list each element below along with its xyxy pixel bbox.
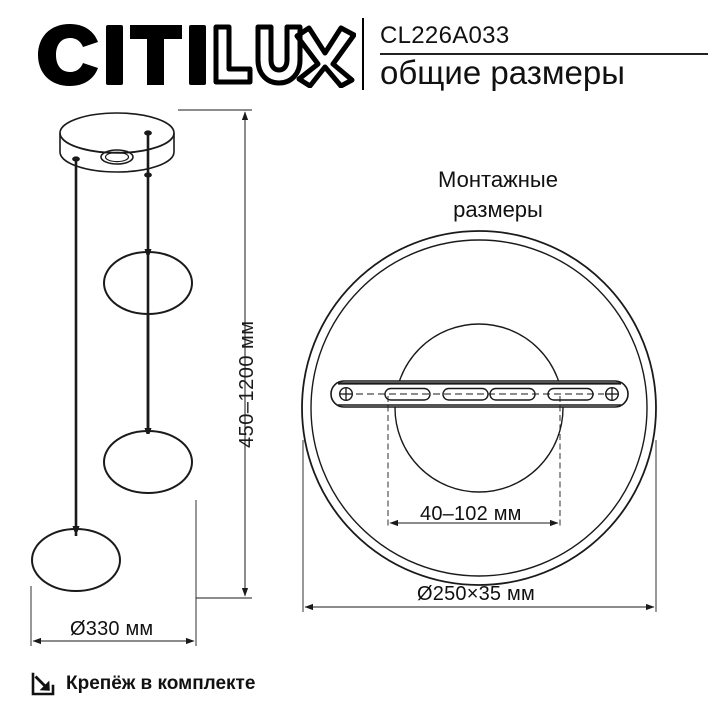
- header-divider: [362, 18, 364, 90]
- dimension-label-drop-height: 450–1200 мм: [214, 258, 258, 448]
- fasteners-included-note: Крепёж в комплекте: [30, 668, 255, 700]
- dimension-label-canopy-size: Ø250×35 мм: [417, 583, 535, 605]
- canopy-centre-hole-inner: [104, 151, 130, 163]
- left-lamp-drawing: [31, 112, 193, 592]
- bracket-slots: [384, 387, 594, 401]
- dimension-drop-height-text: 450–1200 мм: [236, 320, 258, 448]
- canopy-outer-circle: [301, 230, 657, 586]
- canopy-centre-hole: [100, 149, 134, 165]
- pendant-globe-1: [103, 251, 193, 315]
- fasteners-included-text: Крепёж в комплекте: [66, 673, 256, 694]
- suspension-cords: [74, 134, 150, 536]
- mounting-title-line2: размеры: [453, 197, 543, 222]
- mounting-title-line1: Монтажные: [438, 167, 558, 192]
- mounting-bracket: [330, 380, 629, 408]
- citilux-logo: [38, 24, 356, 88]
- mounting-dimensions-title: Монтажные размеры: [398, 165, 598, 225]
- dimension-label-spread-diameter: Ø330 мм: [70, 618, 154, 640]
- pendant-globe-2: [103, 430, 193, 494]
- header: CL226A033 общие размеры: [0, 0, 720, 100]
- logo-citi-solid: [38, 24, 206, 86]
- logo-lux-outline: [213, 24, 356, 88]
- right-mounting-drawing: [301, 230, 657, 586]
- header-rule: [380, 53, 708, 55]
- cable-anchors: [72, 130, 152, 178]
- pendant-globe-3: [31, 528, 121, 592]
- ceiling-canopy: [59, 112, 175, 173]
- dimension-label-slot-span: 40–102 мм: [420, 503, 522, 525]
- cord-knuckles: [72, 249, 152, 532]
- bracket-screw-holes: [339, 387, 620, 402]
- canopy-inner-circle: [394, 323, 564, 493]
- page-title: общие размеры: [380, 54, 625, 91]
- arrow-into-box-icon: [31, 672, 55, 696]
- product-code: CL226A033: [380, 22, 510, 49]
